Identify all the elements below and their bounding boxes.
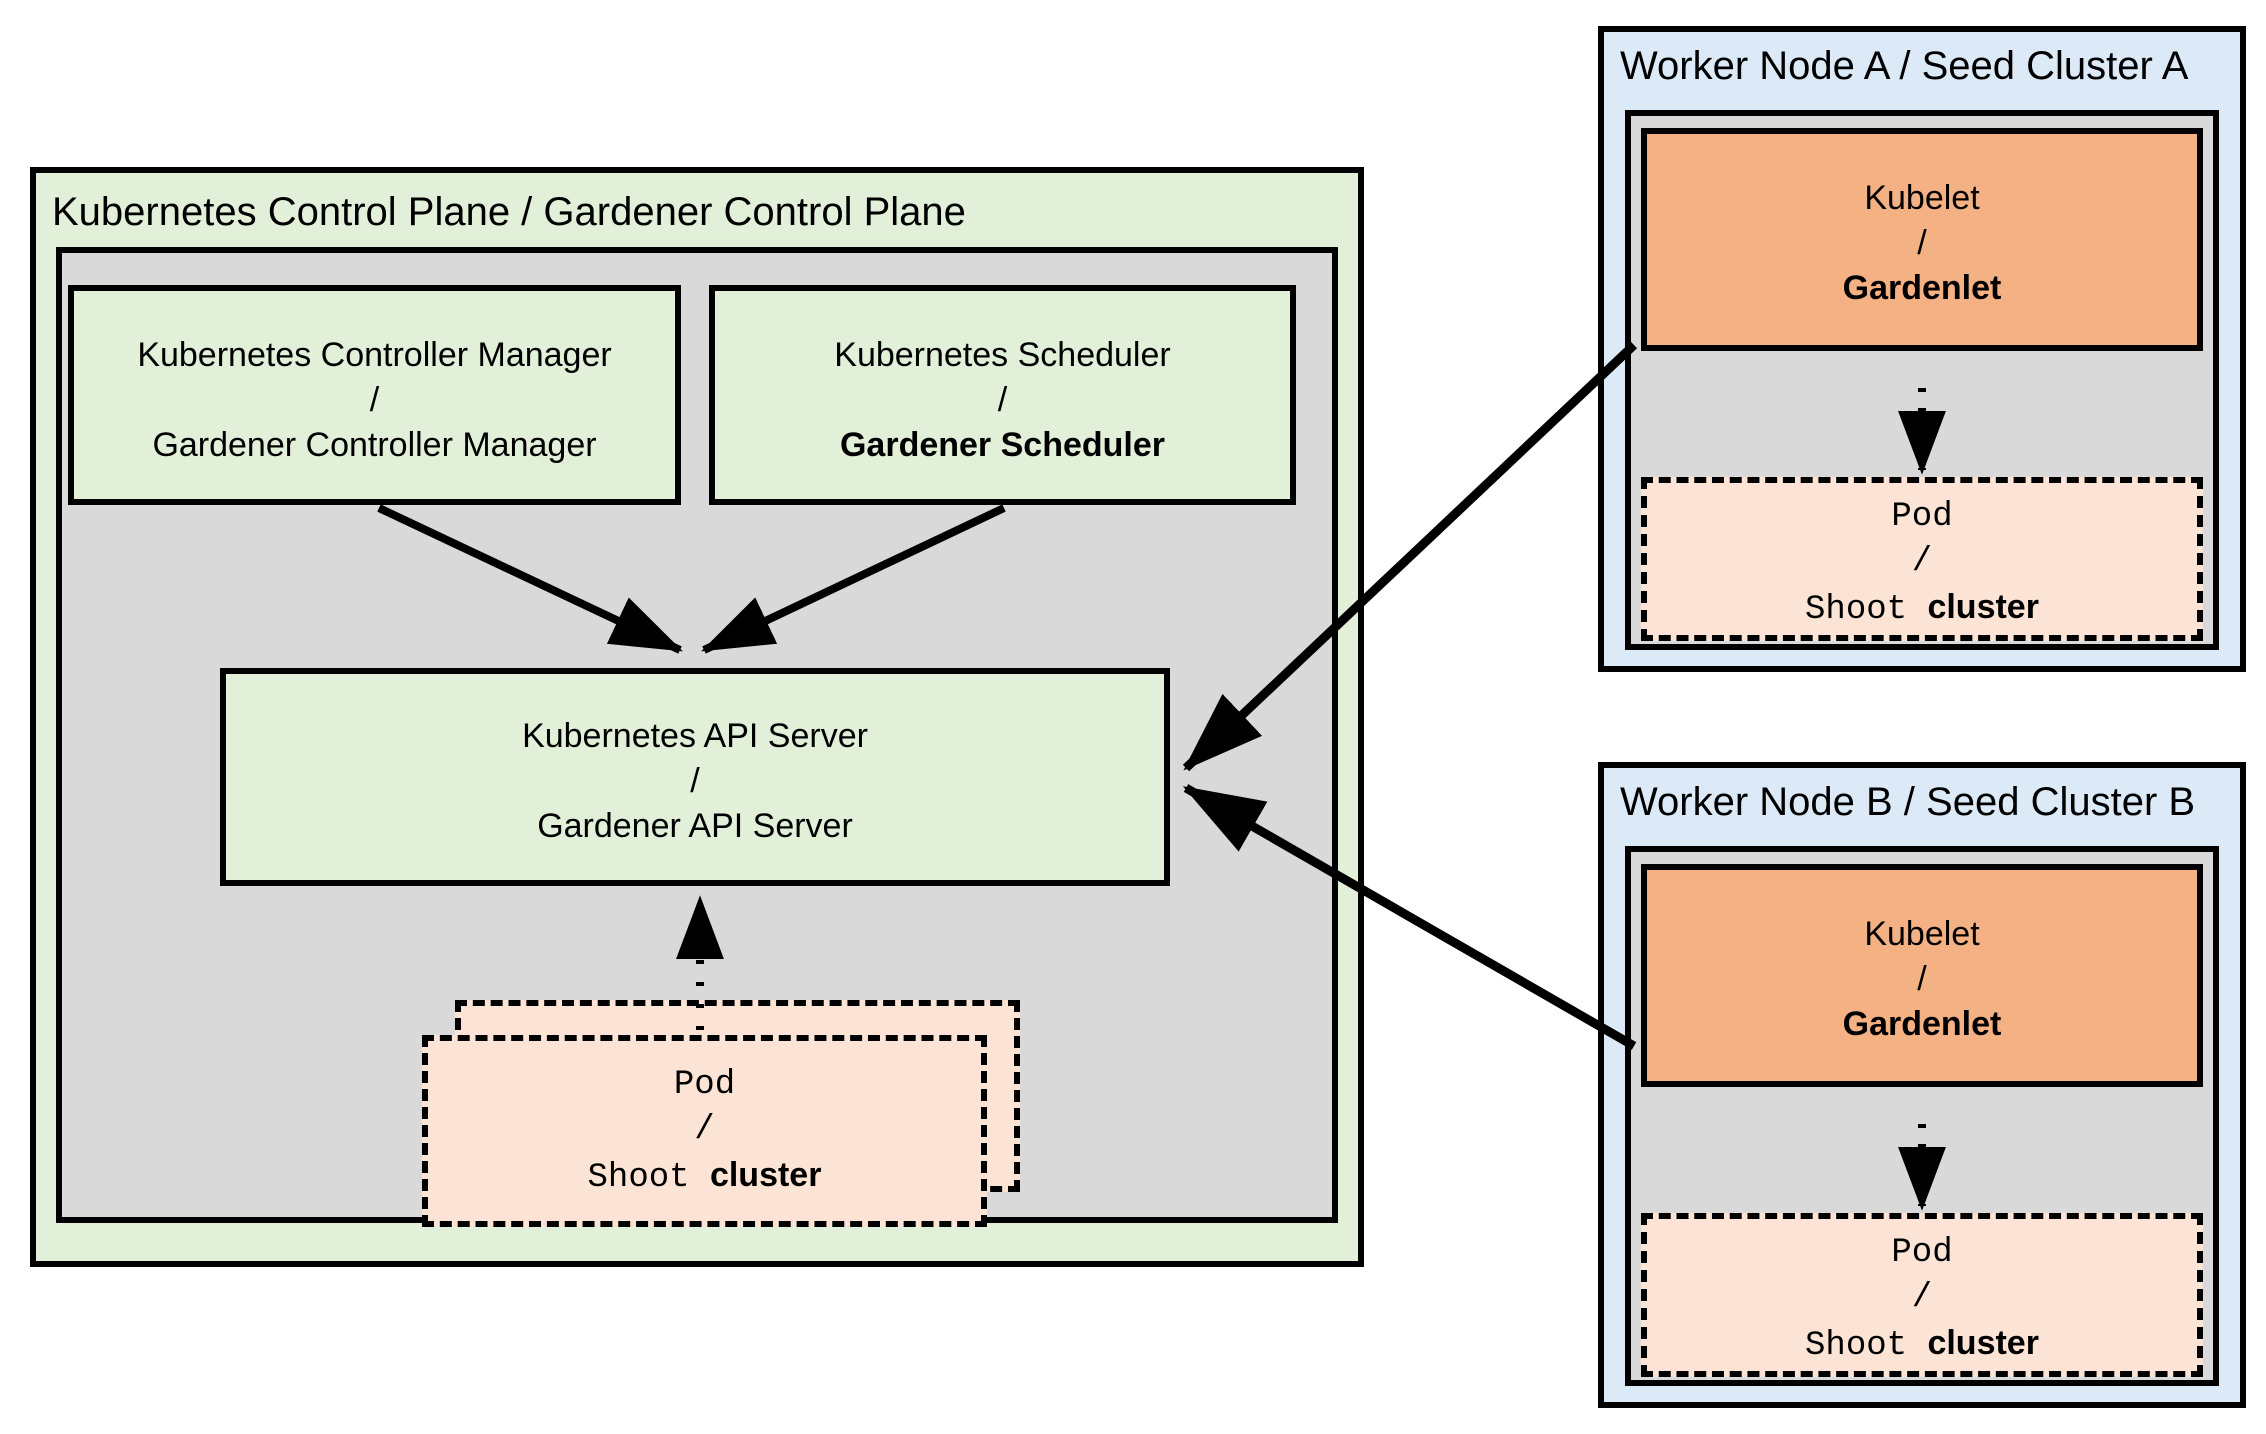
worker-node-a-kubelet-box[interactable]: Kubelet / Gardenlet [1641,128,2203,351]
worker-a-kubelet-separator: / [1917,224,1927,263]
control-plane-pod-separator: / [694,1111,715,1150]
controller-manager-line1: Kubernetes Controller Manager [137,336,612,374]
worker-b-pod-separator: / [1911,1279,1933,1318]
control-plane-pod-line2-cluster: cluster [709,1156,822,1195]
worker-b-kubelet-separator: / [1917,960,1927,999]
control-plane-title: Kubernetes Control Plane / Gardener Cont… [52,190,966,234]
api-server-line2: Gardener API Server [537,807,853,846]
worker-a-pod-line1: Pod [1891,498,1953,536]
scheduler-separator: / [997,381,1008,420]
worker-a-kubelet-line2: Gardenlet [1842,269,2002,308]
controller-manager-line2: Gardener Controller Manager [152,426,597,465]
scheduler-line1: Kubernetes Scheduler [834,336,1171,374]
worker-node-b-title: Worker Node B / Seed Cluster B [1620,780,2196,824]
control-plane-pod-line1: Pod [673,1066,736,1104]
control-plane-pod-box[interactable]: Pod / Shoot cluster [422,1035,987,1227]
worker-node-a-pod-box[interactable]: Pod / Shoot cluster [1641,477,2203,641]
worker-b-pod-line1: Pod [1891,1234,1953,1272]
worker-node-b-kubelet-box[interactable]: Kubelet / Gardenlet [1641,864,2203,1087]
worker-a-kubelet-line1: Kubelet [1864,179,1980,217]
kubernetes-controller-manager-box[interactable]: Kubernetes Controller Manager / Gardener… [68,285,681,505]
controller-manager-separator: / [369,381,380,420]
worker-a-pod-line2-cluster: cluster [1927,588,2039,627]
kubernetes-scheduler-box[interactable]: Kubernetes Scheduler / Gardener Schedule… [709,285,1296,505]
scheduler-line2: Gardener Scheduler [839,426,1165,465]
worker-a-pod-line2-shoot: Shoot [1805,591,1928,630]
control-plane-pod-line2-shoot: Shoot [587,1159,710,1198]
api-server-line1: Kubernetes API Server [522,717,868,755]
worker-node-a-title: Worker Node A / Seed Cluster A [1620,44,2189,88]
worker-b-pod-line2-shoot: Shoot [1805,1327,1928,1366]
api-server-separator: / [690,762,700,801]
kubernetes-api-server-box[interactable]: Kubernetes API Server / Gardener API Ser… [220,668,1170,886]
worker-b-kubelet-line1: Kubelet [1864,915,1980,953]
worker-b-pod-line2-cluster: cluster [1927,1324,2039,1363]
worker-b-kubelet-line2: Gardenlet [1842,1005,2002,1044]
worker-a-pod-separator: / [1911,543,1933,582]
worker-node-b-pod-box[interactable]: Pod / Shoot cluster [1641,1213,2203,1377]
